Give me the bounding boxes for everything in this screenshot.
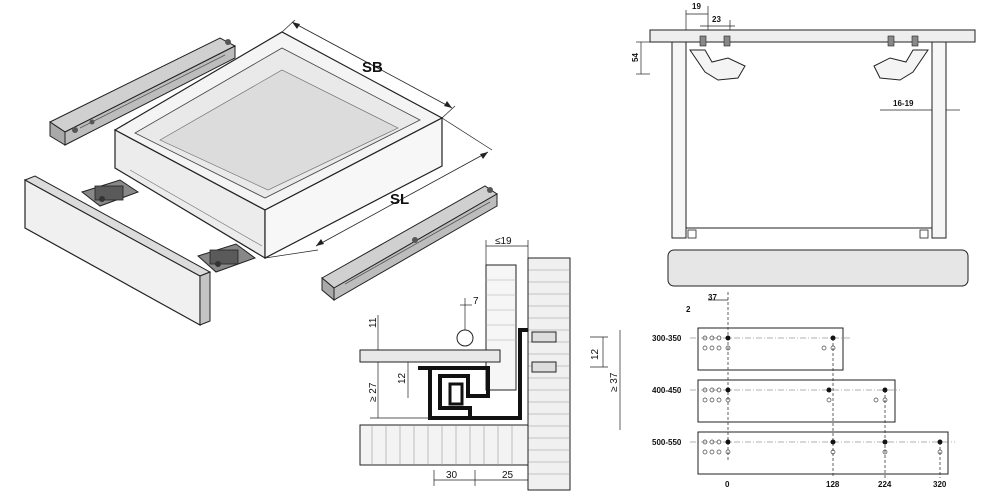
axis-0: 0	[725, 480, 730, 489]
dim-le19: ≤19	[495, 236, 512, 247]
left-runner-rail	[49, 37, 237, 146]
sb-dimension: SB	[281, 19, 456, 119]
offset-37: 37	[708, 293, 717, 302]
section-detail: ≤19 7 11 12 ≥ 27 12 ≥ 37 30 25	[359, 236, 621, 491]
row-label-400-450: 400-450	[652, 386, 682, 395]
dim-30: 30	[446, 470, 458, 481]
dim-11: 11	[368, 317, 379, 328]
locking-device-left	[80, 179, 140, 207]
sl-dimension: SL	[264, 117, 493, 259]
dim-23: 23	[712, 15, 721, 24]
dim-16-19: 16-19	[893, 99, 914, 108]
drilling-template: 37 2 300-350 400-450	[652, 249, 969, 489]
axis-320: 320	[933, 480, 947, 489]
dim-7: 7	[473, 296, 479, 307]
dim-12-right: 12	[590, 348, 601, 360]
dim-ge27: ≥ 27	[368, 382, 379, 402]
drawer-isometric-view	[113, 31, 444, 260]
drilling-row-500-550: 500-550	[652, 431, 955, 475]
sl-label: SL	[390, 191, 409, 208]
locking-device-right	[197, 243, 257, 273]
drilling-row-300-350: 300-350	[652, 327, 850, 371]
offset-2: 2	[686, 305, 691, 314]
row-label-300-350: 300-350	[652, 334, 682, 343]
sb-label: SB	[362, 59, 383, 76]
axis-128: 128	[826, 480, 840, 489]
dim-19: 19	[692, 2, 701, 11]
dim-12-left: 12	[397, 372, 408, 384]
drilling-row-400-450: 400-450	[652, 379, 900, 423]
dim-54: 54	[631, 53, 640, 62]
axis-224: 224	[878, 480, 892, 489]
cabinet-front-view: 19 23 54 16-19	[631, 2, 976, 239]
right-runner-rail	[321, 185, 498, 302]
dim-25: 25	[502, 470, 514, 481]
drawer-front-panel	[23, 175, 212, 327]
row-label-500-550: 500-550	[652, 438, 682, 447]
dim-ge37: ≥ 37	[609, 372, 620, 392]
